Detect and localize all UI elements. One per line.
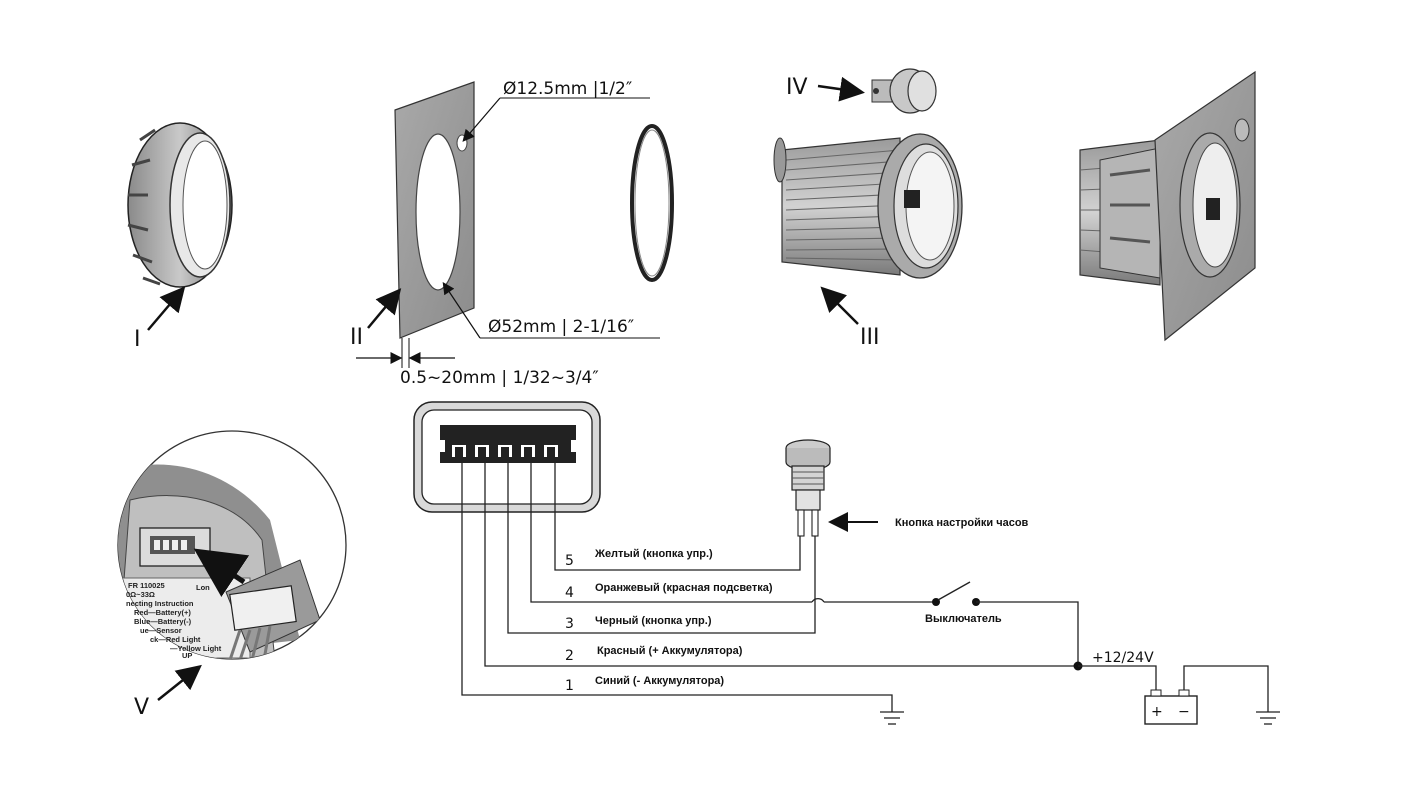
connector-housing	[413, 401, 601, 513]
wire-5-yellow	[554, 462, 801, 571]
wire-4-orange	[530, 462, 936, 603]
label-part-v: V	[134, 695, 149, 720]
closeup-line-4: necting Instruction	[126, 599, 194, 608]
arrow-part-ii	[367, 288, 402, 329]
battery-plus-sign: +	[1151, 704, 1163, 720]
closeup-line-2: 0Ω~33Ω	[126, 590, 155, 599]
closeup-line-6: Blue—Battery(-)	[134, 617, 192, 626]
wire-1-number: 1	[565, 678, 574, 694]
dim-large-hole: Ø52mm | 2-1/16″	[488, 317, 634, 337]
ground-symbol-left	[880, 711, 904, 725]
wire-2-label: Красный (+ Аккумулятора)	[597, 645, 743, 657]
wire-3-number: 3	[565, 616, 574, 632]
wire-5-number: 5	[565, 553, 574, 569]
power-switch	[932, 581, 1079, 666]
switch-label: Выключатель	[925, 613, 1002, 625]
arrow-part-v	[157, 664, 202, 701]
closeup-line-7: ue—Sensor	[140, 626, 182, 635]
supply-label: +12/24V	[1092, 650, 1154, 666]
closeup-line-5: Red—Battery(+)	[134, 608, 191, 617]
wire-4-label: Оранжевый (красная подсветка)	[595, 582, 773, 594]
closeup-line-1: FR 110025	[128, 581, 165, 590]
dim-small-hole: Ø12.5mm |1/2″	[503, 79, 632, 99]
arrow-small-hole	[462, 97, 501, 142]
wire-1-label: Синий (- Аккумулятора)	[595, 675, 724, 687]
mounting-panel-part-ii	[394, 81, 475, 339]
closeup-part-v: FR 110025 0Ω~33Ω Lon necting Instruction…	[117, 430, 347, 660]
label-part-iv: IV	[786, 75, 808, 100]
label-part-ii: II	[350, 325, 363, 350]
label-part-i: I	[134, 327, 141, 352]
wire-4-number: 4	[565, 585, 574, 601]
wire-2-number: 2	[565, 648, 574, 664]
arrow-part-iv	[817, 76, 865, 102]
push-button-part-iv	[871, 68, 937, 114]
assembled-gauge-view	[1079, 70, 1256, 342]
clock-button-label: Кнопка настройки часов	[895, 517, 1029, 529]
arrow-large-hole	[442, 282, 481, 339]
closeup-line-9: —Yellow Light	[170, 644, 222, 653]
closeup-insert-arrow	[193, 548, 250, 597]
wire-battery-plus	[1078, 665, 1157, 696]
arrow-part-iii	[820, 286, 859, 325]
wire-battery-minus	[1183, 665, 1269, 712]
arrow-part-i	[147, 286, 186, 331]
wire-3-label: Черный (кнопка упр.)	[595, 615, 712, 627]
battery-minus-sign: −	[1178, 704, 1190, 720]
wire-1-blue	[461, 462, 893, 712]
closeup-line-10: UP	[182, 651, 192, 660]
closeup-line-8: ck—Red Light	[150, 635, 201, 644]
wire-3-black	[507, 462, 816, 634]
closeup-line-3: Lon	[196, 583, 210, 592]
clock-button-drawing	[785, 439, 831, 537]
dim-thickness: 0.5~20mm | 1/32~3/4″	[400, 368, 599, 388]
wire-5-label: Желтый (кнопка упр.)	[594, 548, 713, 560]
label-part-iii: III	[860, 325, 879, 350]
gauge-housing-part-iii	[773, 133, 963, 279]
nut-ring-part-i	[127, 122, 233, 288]
o-ring-gasket	[630, 124, 674, 282]
battery-symbol	[1144, 689, 1198, 725]
wire-2-red	[484, 462, 1078, 667]
ground-symbol-right	[1256, 711, 1280, 725]
